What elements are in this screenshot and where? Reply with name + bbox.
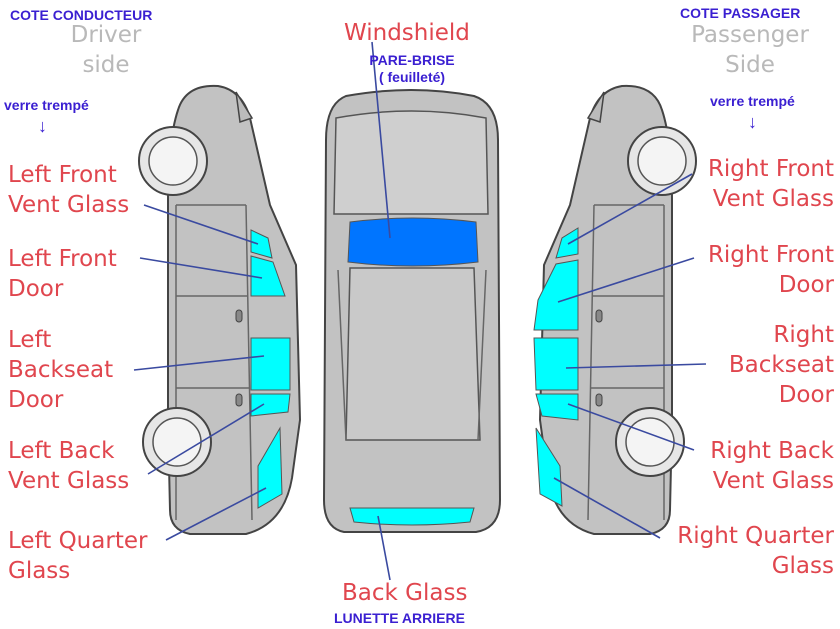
driver-side-car <box>138 84 302 535</box>
leader-left-backseat-door <box>133 355 265 371</box>
right-quarter-glass-label: Right Quarter Glass <box>677 521 834 581</box>
leader-right-back-vent <box>567 403 695 451</box>
leader-right-front-door <box>557 257 695 303</box>
left-back-vent-glass-label: Left Back Vent Glass <box>8 436 129 496</box>
right-front-vent-glass-line1: Right Front <box>707 156 834 182</box>
driver-rear-handle <box>235 393 243 407</box>
leader-right-backseat-door <box>565 363 707 369</box>
driver-back-vent-glass-shape <box>250 393 291 417</box>
passenger-front-door-glass-shape <box>533 259 579 331</box>
right-front-door-label: Right Front Door <box>708 240 834 300</box>
left-front-door-line2: Door <box>8 276 64 302</box>
leader-left-back-vent <box>147 403 265 475</box>
driver-rear-hubcap <box>152 417 202 467</box>
leader-left-front-door <box>139 257 263 279</box>
left-backseat-door-label: Left Backseat Door <box>8 325 113 415</box>
top-car-roof <box>345 267 481 441</box>
passenger-side-label-line1: Passenger <box>691 22 809 48</box>
right-quarter-glass-line2: Glass <box>771 553 834 579</box>
driver-side-french-label: COTE CONDUCTEUR <box>10 7 153 23</box>
passenger-rear-handle <box>595 393 603 407</box>
left-front-vent-glass-line1: Left Front <box>8 162 117 188</box>
leader-lines <box>133 41 707 581</box>
driver-front-handle <box>235 309 243 323</box>
windshield-french-label: PARE-BRISE ( feuilleté) <box>352 52 472 86</box>
right-quarter-glass-line1: Right Quarter <box>677 523 834 549</box>
left-front-vent-glass-label: Left Front Vent Glass <box>8 160 129 220</box>
driver-side-label-line2: side <box>82 52 130 78</box>
left-quarter-glass-line1: Left Quarter <box>8 528 148 554</box>
windshield-label: Windshield <box>344 20 470 46</box>
top-view-car <box>322 89 502 533</box>
right-front-door-line2: Door <box>778 272 834 298</box>
back-glass-french-label: LUNETTE ARRIERE <box>334 610 465 626</box>
top-back-glass-shape <box>349 507 475 526</box>
leader-right-front-vent <box>567 173 693 245</box>
top-windshield-glass-shape <box>347 217 479 267</box>
driver-side-label: Driver side <box>56 20 156 80</box>
passenger-quarter-glass-shape <box>535 427 563 507</box>
passenger-front-handle <box>595 309 603 323</box>
left-quarter-glass-line2: Glass <box>8 558 71 584</box>
right-backseat-door-label: Right Backseat Door <box>729 320 834 410</box>
right-front-vent-glass-label: Right Front Vent Glass <box>708 154 834 214</box>
left-quarter-glass-label: Left Quarter Glass <box>8 526 147 586</box>
windshield-french-line1: PARE-BRISE <box>369 52 455 68</box>
driver-backseat-door-glass-shape <box>250 337 291 391</box>
driver-side-label-line1: Driver <box>70 22 142 48</box>
right-backseat-door-line3: Door <box>778 382 834 408</box>
passenger-rear-hubcap <box>625 417 675 467</box>
right-backseat-door-line1: Right <box>773 322 834 348</box>
down-arrow-icon-right: ↓ <box>748 112 757 132</box>
passenger-side-french-label: COTE PASSAGER <box>680 5 801 21</box>
passenger-side-label: Passenger Side <box>676 20 824 80</box>
windshield-french-line2: ( feuilleté) <box>378 69 446 85</box>
right-back-vent-glass-line2: Vent Glass <box>712 468 834 494</box>
driver-car-roofline <box>175 204 253 521</box>
right-backseat-door-line2: Backseat <box>728 352 834 378</box>
driver-front-vent-glass-shape <box>250 229 273 259</box>
left-back-vent-glass-line1: Left Back <box>8 438 115 464</box>
leader-back-glass <box>377 515 391 581</box>
leader-right-quarter <box>553 477 661 539</box>
tempered-glass-note-left: verre trempé <box>4 97 89 113</box>
passenger-car-roofline <box>587 204 665 521</box>
top-car-hood <box>333 110 489 215</box>
right-back-vent-glass-line1: Right Back <box>710 438 834 464</box>
left-backseat-door-line3: Door <box>8 387 64 413</box>
down-arrow-icon-left: ↓ <box>38 116 47 136</box>
right-front-vent-glass-line2: Vent Glass <box>712 186 834 212</box>
left-backseat-door-line1: Left <box>8 327 52 353</box>
passenger-front-hubcap <box>637 136 687 186</box>
leader-windshield <box>371 41 391 239</box>
right-front-door-line1: Right Front <box>707 242 834 268</box>
top-car-side-panels <box>337 269 487 441</box>
passenger-car-mirror <box>586 91 605 123</box>
left-back-vent-glass-line2: Vent Glass <box>8 468 130 494</box>
passenger-front-vent-glass-shape <box>555 227 579 259</box>
driver-front-hubcap <box>148 136 198 186</box>
back-glass-label: Back Glass <box>342 580 468 606</box>
driver-front-door-glass-shape <box>250 255 286 297</box>
passenger-side-car <box>533 84 697 535</box>
left-front-vent-glass-line2: Vent Glass <box>8 192 130 218</box>
passenger-backseat-door-glass-shape <box>533 337 579 391</box>
driver-quarter-glass-shape <box>257 426 283 509</box>
right-back-vent-glass-label: Right Back Vent Glass <box>710 436 834 496</box>
left-front-door-label: Left Front Door <box>8 244 117 304</box>
left-backseat-door-line2: Backseat <box>8 357 114 383</box>
left-front-door-line1: Left Front <box>8 246 117 272</box>
passenger-back-vent-glass-shape <box>535 393 579 421</box>
tempered-glass-note-right: verre trempé <box>710 93 795 109</box>
leader-left-quarter <box>165 487 267 541</box>
driver-car-mirror <box>235 91 254 123</box>
leader-left-front-vent <box>143 204 259 245</box>
passenger-side-label-line2: Side <box>725 52 775 78</box>
